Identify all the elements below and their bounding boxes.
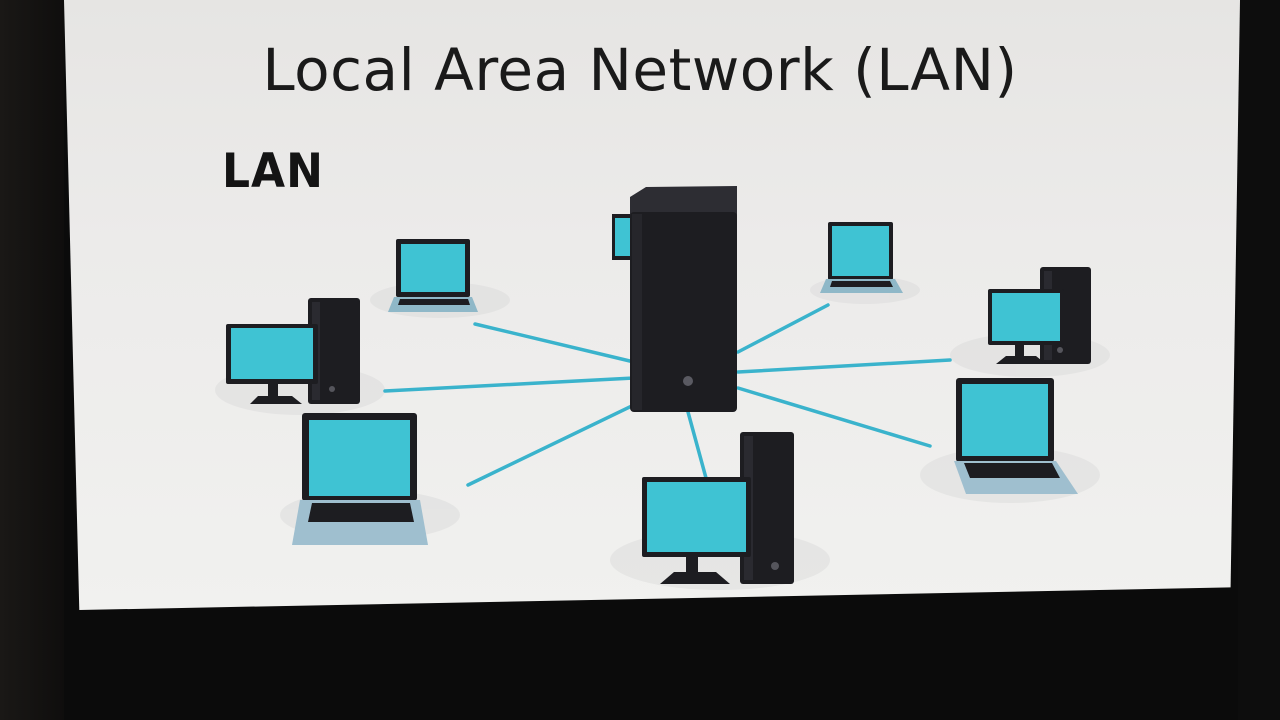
laptop-icon xyxy=(388,239,478,312)
server-tower-icon xyxy=(630,186,737,412)
desktop-icon xyxy=(988,267,1091,364)
cable-bottom-left xyxy=(466,400,642,487)
cable-right xyxy=(736,358,952,374)
cable-bottom-right xyxy=(736,386,932,448)
cable-top-right xyxy=(736,303,830,354)
right-bezel xyxy=(1238,0,1280,720)
cables xyxy=(383,303,952,487)
desktop-icon xyxy=(642,432,794,584)
cable-left xyxy=(383,376,636,393)
laptop-icon xyxy=(954,378,1078,494)
cable-top-left xyxy=(473,322,636,364)
desktop-icon xyxy=(226,298,360,404)
lan-label: LAN xyxy=(222,143,324,200)
slide-title: Local Area Network (LAN) xyxy=(262,36,1018,104)
cable-bottom xyxy=(686,410,708,480)
laptop-icon xyxy=(292,413,428,545)
left-bezel xyxy=(0,0,64,720)
laptop-icon xyxy=(820,222,903,293)
